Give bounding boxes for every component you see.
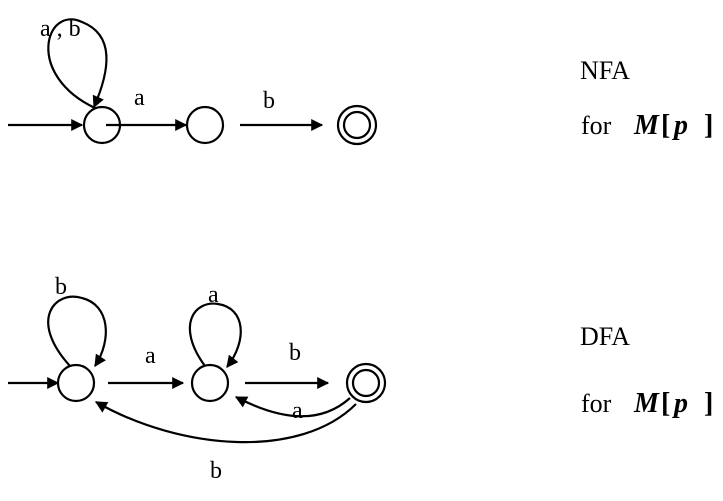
nfa-caption-bracket-close: ] bbox=[704, 110, 713, 141]
dfa-state-1-loop-label: a bbox=[208, 282, 219, 308]
dfa-state-1-self-loop bbox=[188, 302, 242, 368]
dfa-caption-bracket-open: [ bbox=[661, 388, 670, 419]
nfa-edge-0-1-label: a bbox=[134, 85, 145, 111]
dfa-caption-bracket-close: ] bbox=[704, 388, 713, 419]
dfa-edge-1-2-label: b bbox=[289, 340, 301, 366]
nfa-caption-formula: for M [ p ] bbox=[581, 110, 713, 141]
dfa-caption-for: for bbox=[581, 389, 612, 418]
nfa-self-loop bbox=[47, 18, 108, 109]
dfa-state-1 bbox=[190, 363, 230, 403]
dfa-state-0-self-loop bbox=[47, 295, 107, 368]
nfa-edge-1-2-label: b bbox=[263, 88, 275, 114]
dfa-edge-2-0 bbox=[94, 401, 357, 444]
nfa-self-loop-label: a , b bbox=[40, 16, 81, 42]
nfa-caption-m: M bbox=[633, 110, 660, 141]
dfa-caption: DFA bbox=[580, 322, 630, 351]
nfa-caption: NFA bbox=[580, 56, 630, 85]
dfa-caption-p: p bbox=[672, 388, 688, 419]
dfa-edge-0-1-label: a bbox=[145, 343, 156, 369]
nfa-diagram: a , b a b bbox=[8, 16, 378, 146]
dfa-edge-2-1 bbox=[234, 396, 351, 418]
dfa-state-0-loop-label: b bbox=[55, 274, 67, 300]
dfa-caption-formula: for M [ p ] bbox=[581, 388, 713, 419]
dfa-state-0 bbox=[56, 363, 96, 403]
dfa-edge-2-1-label: a bbox=[292, 398, 303, 424]
nfa-accept-state-inner bbox=[342, 110, 372, 140]
dfa-edge-2-0-label: b bbox=[210, 458, 222, 484]
dfa-accept-state-inner bbox=[351, 368, 381, 398]
dfa-diagram: b a a b a b bbox=[8, 274, 387, 484]
nfa-caption-bracket-open: [ bbox=[661, 110, 670, 141]
nfa-caption-for: for bbox=[581, 111, 612, 140]
nfa-caption-p: p bbox=[672, 110, 688, 141]
dfa-caption-m: M bbox=[633, 388, 660, 419]
nfa-state-1 bbox=[185, 105, 225, 145]
